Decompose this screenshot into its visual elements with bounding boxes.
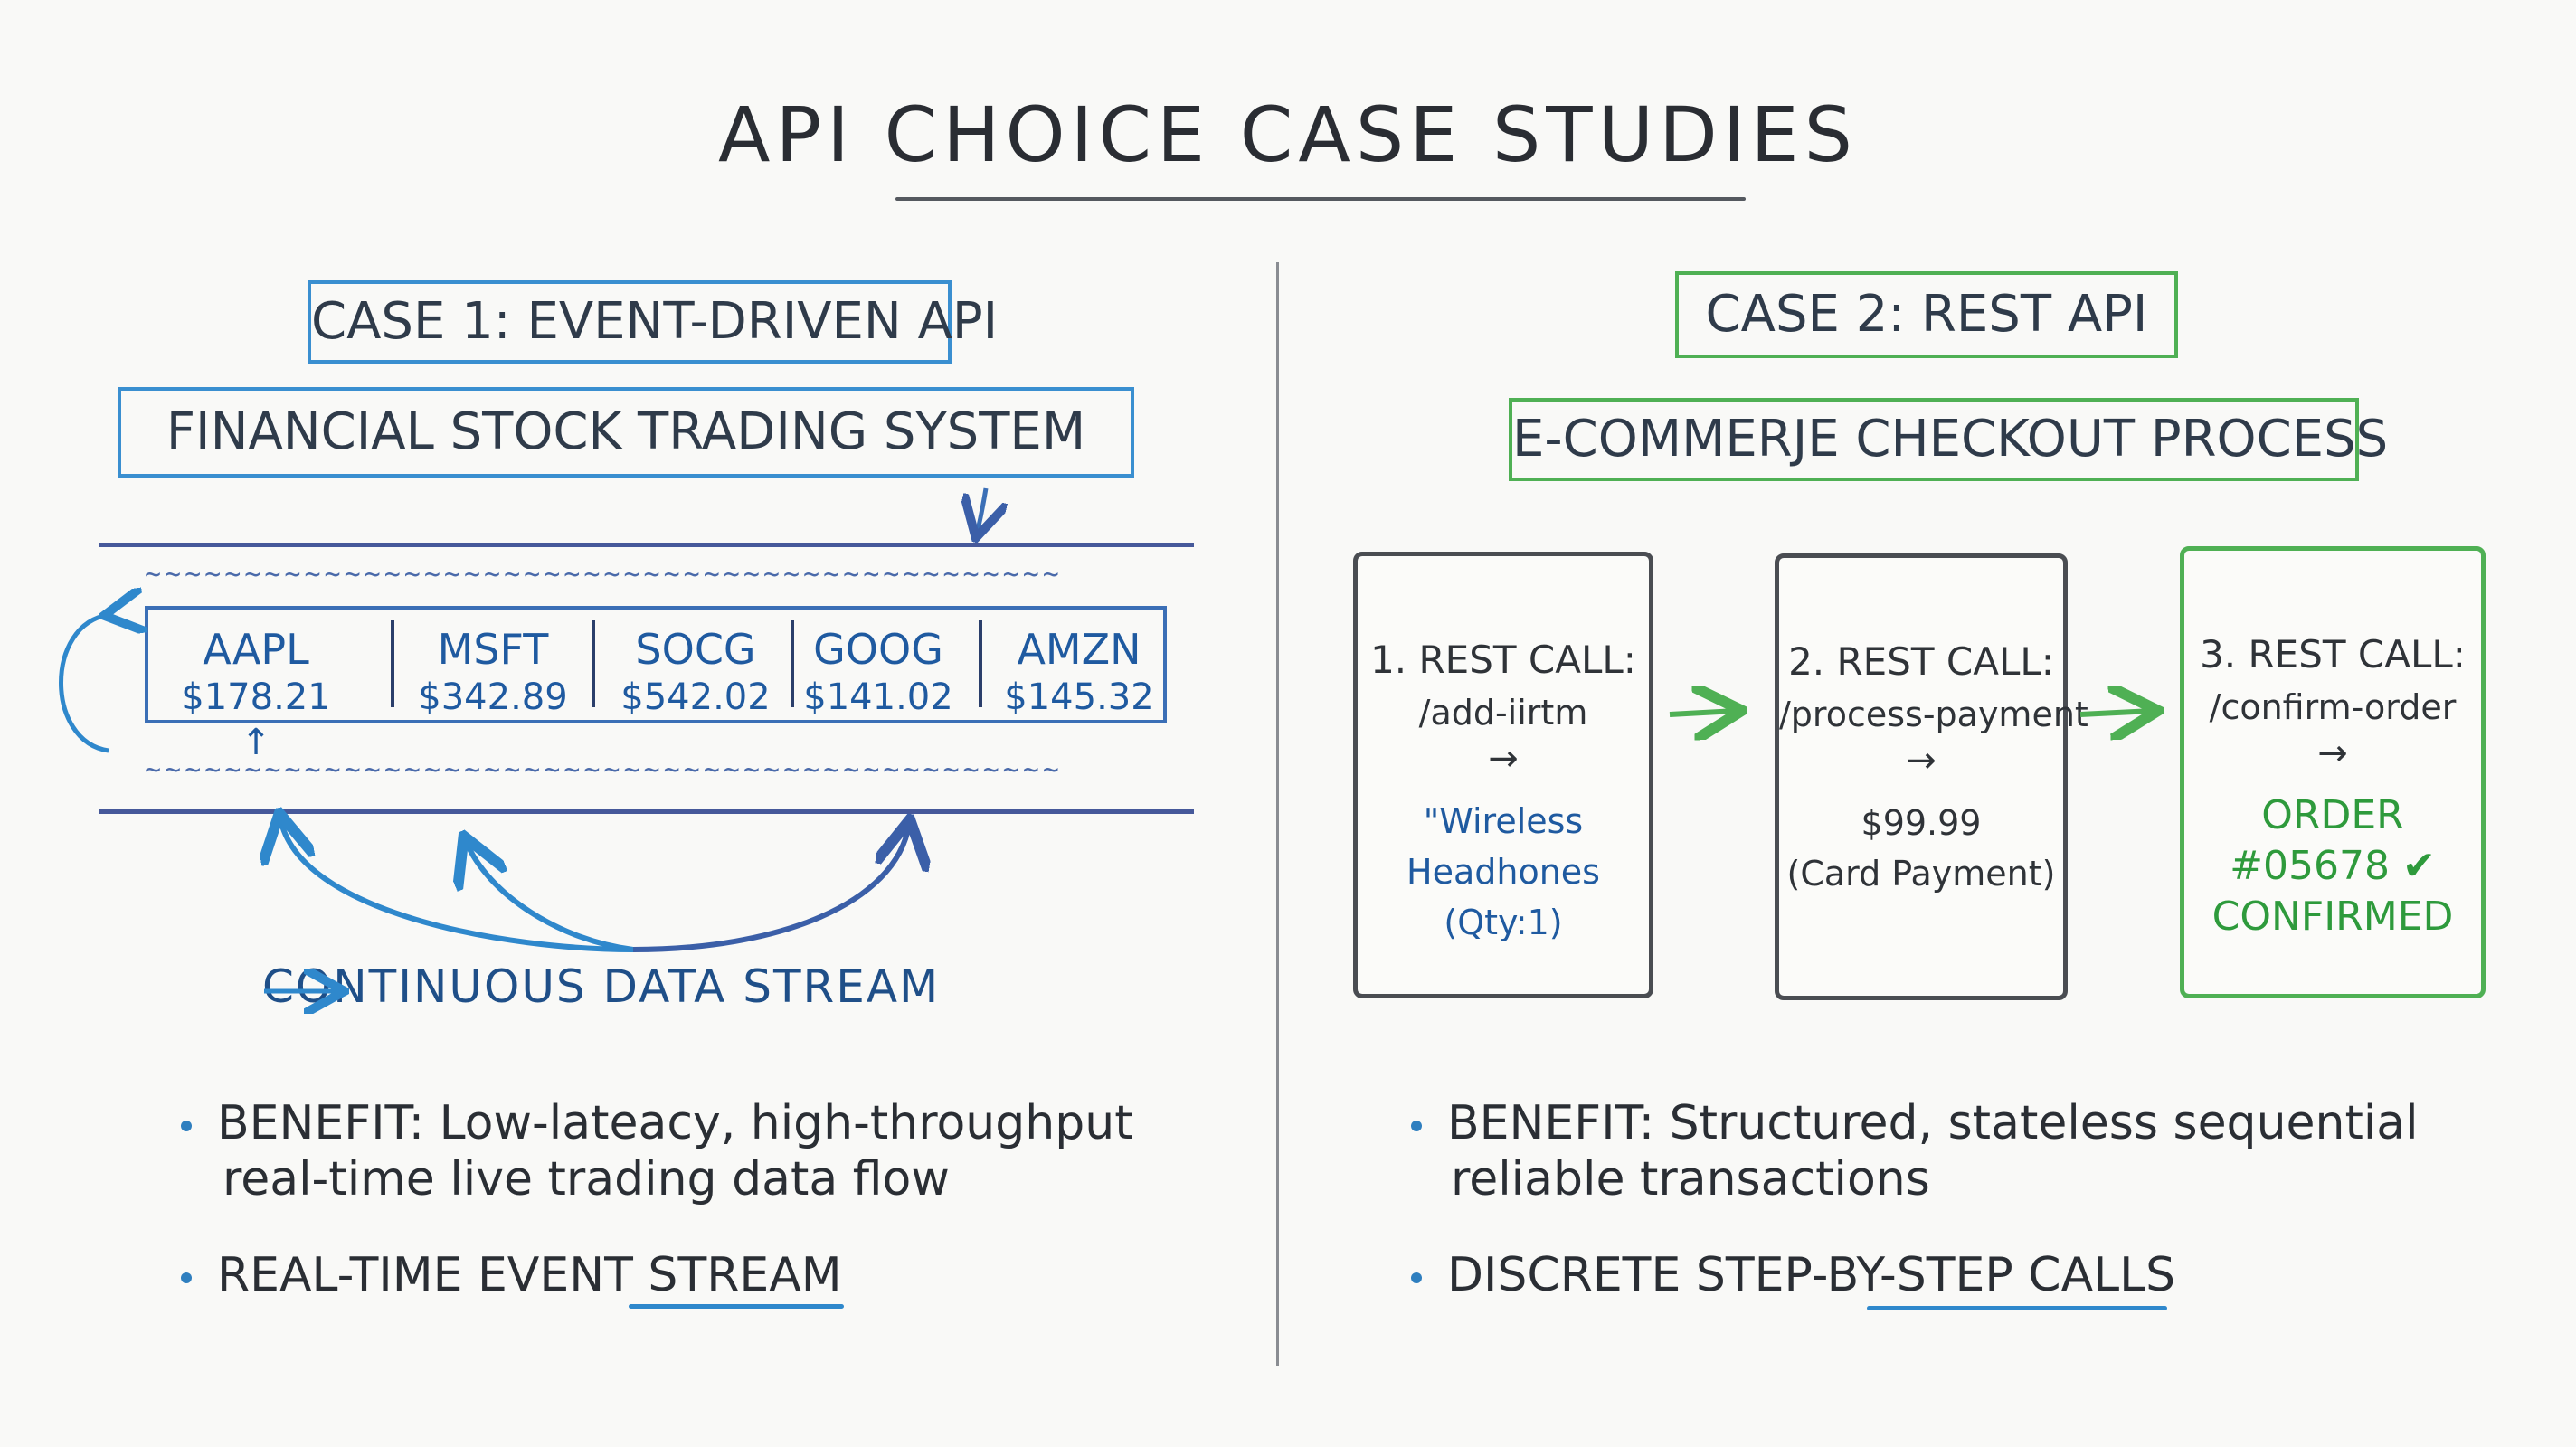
ticker-separator: [391, 620, 394, 707]
stock-goog: GOOG $141.02: [783, 624, 973, 720]
stock-price: $542.02: [620, 676, 771, 718]
stream-marks-bottom: ~~~~~~~~~~~~~~~~~~~~~~~~~~~~~~~~~~~~~~~~…: [145, 754, 1063, 786]
stock-aapl: AAPL $178.21 ↑: [161, 624, 351, 765]
case1-benefit: BENEFIT: Low-lateacy, high-throughput: [181, 1094, 1133, 1152]
stream-marks-top: ~~~~~~~~~~~~~~~~~~~~~~~~~~~~~~~~~~~~~~~~…: [145, 559, 1063, 591]
title-underline: [895, 197, 1746, 201]
step-detail-line: "Wireless: [1423, 801, 1584, 841]
case1-subtitle: FINANCIAL STOCK TRADING SYSTEM: [118, 387, 1134, 478]
step-detail: $99.99 (Card Payment): [1779, 798, 2063, 899]
stock-symbol: GOOG: [813, 625, 943, 674]
stock-price: $145.32: [1004, 676, 1154, 718]
step-detail-line: (Qty:1): [1444, 903, 1563, 942]
pointer-arrow-icon: [977, 487, 986, 534]
case1-point2-text: REAL-TIME EVENT STREAM: [217, 1248, 842, 1302]
stream-arc-icon: [280, 818, 634, 952]
stock-price: $141.02: [803, 676, 953, 718]
step-detail-line: $99.99: [1861, 803, 1982, 843]
stock-price: $178.21 ↑: [181, 676, 331, 763]
step-detail-line: Headhones: [1406, 852, 1600, 892]
stock-price: $342.89: [418, 676, 568, 718]
case1-label: CASE 1: EVENT-DRIVEN API: [308, 280, 998, 364]
step-detail-line: (Card Payment): [1786, 854, 2056, 894]
case2-point2-text: DISCRETE STEP-BY-STEP CALLS: [1447, 1248, 2176, 1302]
step-flow-arrow-icon: [2079, 711, 2153, 714]
step-arrow-icon: →: [1488, 738, 1519, 780]
step-detail-line: ORDER: [2261, 792, 2404, 838]
case2-benefit-line1: BENEFIT: Structured, stateless sequentia…: [1447, 1096, 2419, 1150]
case2-point2: DISCRETE STEP-BY-STEP CALLS: [1411, 1246, 2175, 1304]
stock-symbol: AAPL: [203, 625, 309, 674]
stock-amzn: AMZN $145.32: [984, 624, 1174, 720]
step-arrow-icon: →: [2317, 733, 2348, 774]
ticker-separator: [592, 620, 595, 707]
case1-benefit-line2: real-time live trading data flow: [223, 1152, 950, 1206]
step-endpoint: /add-iirtm: [1418, 693, 1588, 733]
step-arrow-icon: →: [1906, 740, 1937, 781]
bullet-dot: [1411, 1272, 1422, 1283]
rest-step-3: 3. REST CALL: /confirm-order → ORDER #05…: [2180, 546, 2486, 998]
step-title: 2. REST CALL:: [1788, 639, 2054, 684]
case2-label: CASE 2: REST API: [1675, 271, 2178, 358]
ticker-separator: [791, 620, 794, 707]
case2-benefit: BENEFIT: Structured, stateless sequentia…: [1411, 1094, 2419, 1152]
calls-underline: [1867, 1306, 2167, 1310]
page-title: API CHOICE CASE STUDIES: [718, 90, 1858, 179]
step-detail: "Wireless Headhones (Qty:1): [1358, 796, 1649, 948]
rest-step-1: 1. REST CALL: /add-iirtm → "Wireless Hea…: [1353, 552, 1653, 998]
step-endpoint: /confirm-order: [2209, 687, 2457, 727]
stream-arc-icon: [466, 841, 634, 952]
step-detail: ORDER #05678 ✔ CONFIRMED: [2184, 790, 2481, 942]
stream-label: CONTINUOUS DATA STREAM: [262, 960, 941, 1013]
bullet-dot: [181, 1272, 192, 1283]
step-title: 1. REST CALL:: [1370, 638, 1636, 682]
case2-benefit-line2: reliable transactions: [1451, 1152, 1930, 1206]
bullet-dot: [1411, 1121, 1422, 1131]
step-endpoint: /process-payment: [1779, 695, 2088, 734]
data-stream-pipe: [99, 543, 1194, 814]
stream-arc-icon: [632, 825, 909, 952]
stream-underline: [629, 1304, 844, 1309]
step-detail-line: CONFIRMED: [2211, 894, 2454, 940]
step-flow-arrow-icon: [1669, 711, 1737, 714]
stock-ticker: [145, 606, 1167, 724]
stock-symbol: AMZN: [1017, 625, 1141, 674]
stock-symbol: SOCG: [635, 625, 756, 674]
step-detail-line: #05678 ✔: [2230, 843, 2436, 889]
ticker-separator: [979, 620, 982, 707]
case1-benefit-line1: BENEFIT: Low-lateacy, high-throughput: [217, 1096, 1133, 1150]
step-title: 3. REST CALL:: [2200, 632, 2466, 676]
case2-subtitle: E-COMMERJE CHECKOUT PROCESS: [1509, 398, 2388, 481]
stock-socg: SOCG $542.02: [601, 624, 791, 720]
case1-point2: REAL-TIME EVENT STREAM: [181, 1246, 842, 1304]
bullet-dot: [181, 1121, 192, 1131]
rest-step-2: 2. REST CALL: /process-payment → $99.99 …: [1775, 553, 2088, 1000]
section-divider: [1276, 262, 1279, 1366]
stock-symbol: MSFT: [437, 625, 549, 674]
stock-msft: MSFT $342.89: [398, 624, 588, 720]
